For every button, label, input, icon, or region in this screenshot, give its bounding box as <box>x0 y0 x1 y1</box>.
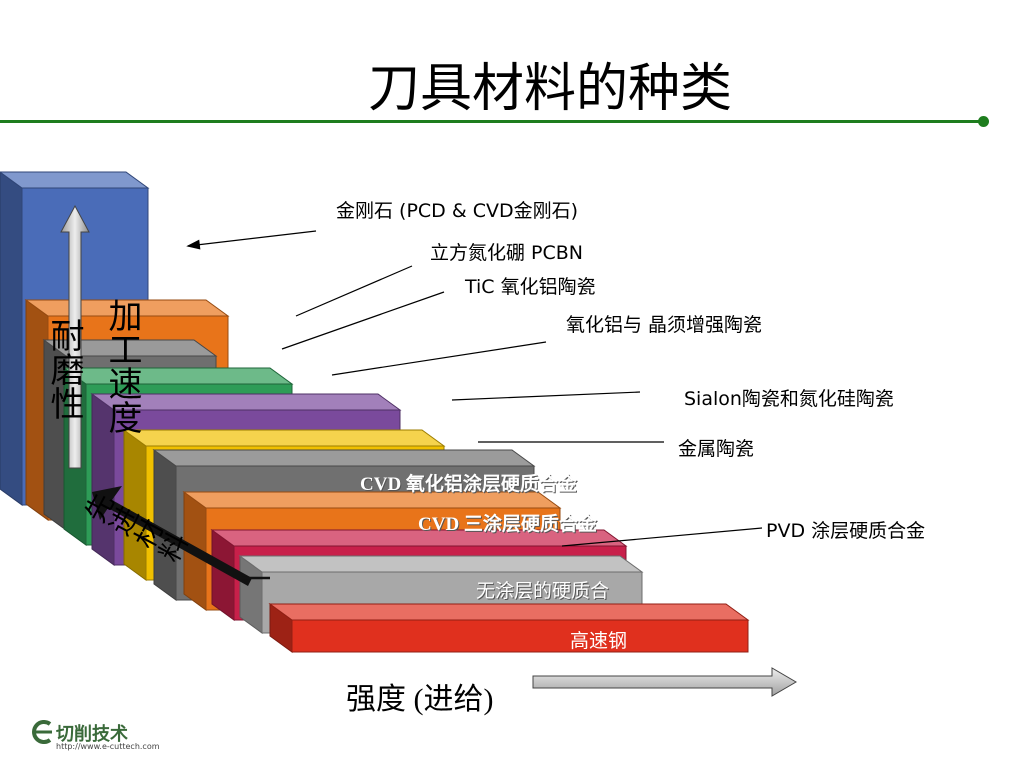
leader-diamond <box>187 230 317 247</box>
axis-wear-resistance: 耐磨性 <box>44 318 84 420</box>
label-tic: TiC 氧化铝陶瓷 <box>465 276 596 298</box>
label-pcbn: 立方氮化硼 PCBN <box>430 242 584 264</box>
strength-arrow <box>532 667 797 697</box>
label-uncoated: 无涂层的硬质合 <box>476 581 610 602</box>
leader-pcbn <box>295 265 413 317</box>
advanced-material-arrow <box>92 486 252 586</box>
leader-tic <box>281 291 445 350</box>
label-hss: 高速钢 <box>570 631 628 652</box>
title-rule-dot <box>978 116 989 127</box>
title-rule <box>0 120 982 123</box>
label-sialon: Sialon陶瓷和氮化硅陶瓷 <box>684 388 894 410</box>
axis-machining-speed: 加工速度 <box>102 298 142 434</box>
axis-strength: 强度 (进给) <box>346 683 494 716</box>
label-cvd-triple: CVD 三涂层硬质合金 <box>418 514 597 535</box>
logo-url: http://www.e-cuttech.com <box>56 742 160 751</box>
label-pvd: PVD 涂层硬质合金 <box>766 520 926 542</box>
leader-sialon <box>451 391 641 401</box>
label-cermet: 金属陶瓷 <box>678 438 755 460</box>
label-alumina-whisker: 氧化铝与 晶须增强陶瓷 <box>566 314 763 336</box>
logo-icon <box>32 720 52 744</box>
step-hss <box>268 603 750 653</box>
label-cvd-alumina: CVD 氧化铝涂层硬质合金 <box>360 474 577 495</box>
leader-pvd <box>561 527 763 547</box>
page-title: 刀具材料的种类 <box>367 59 732 119</box>
logo-name: 切削技术 <box>56 724 128 745</box>
leader-alumina <box>331 341 547 376</box>
wear-resistance-arrow <box>60 204 90 469</box>
label-diamond: 金刚石 (PCD & CVD金刚石) <box>336 200 579 222</box>
leader-diamond-arrowhead <box>186 239 201 250</box>
